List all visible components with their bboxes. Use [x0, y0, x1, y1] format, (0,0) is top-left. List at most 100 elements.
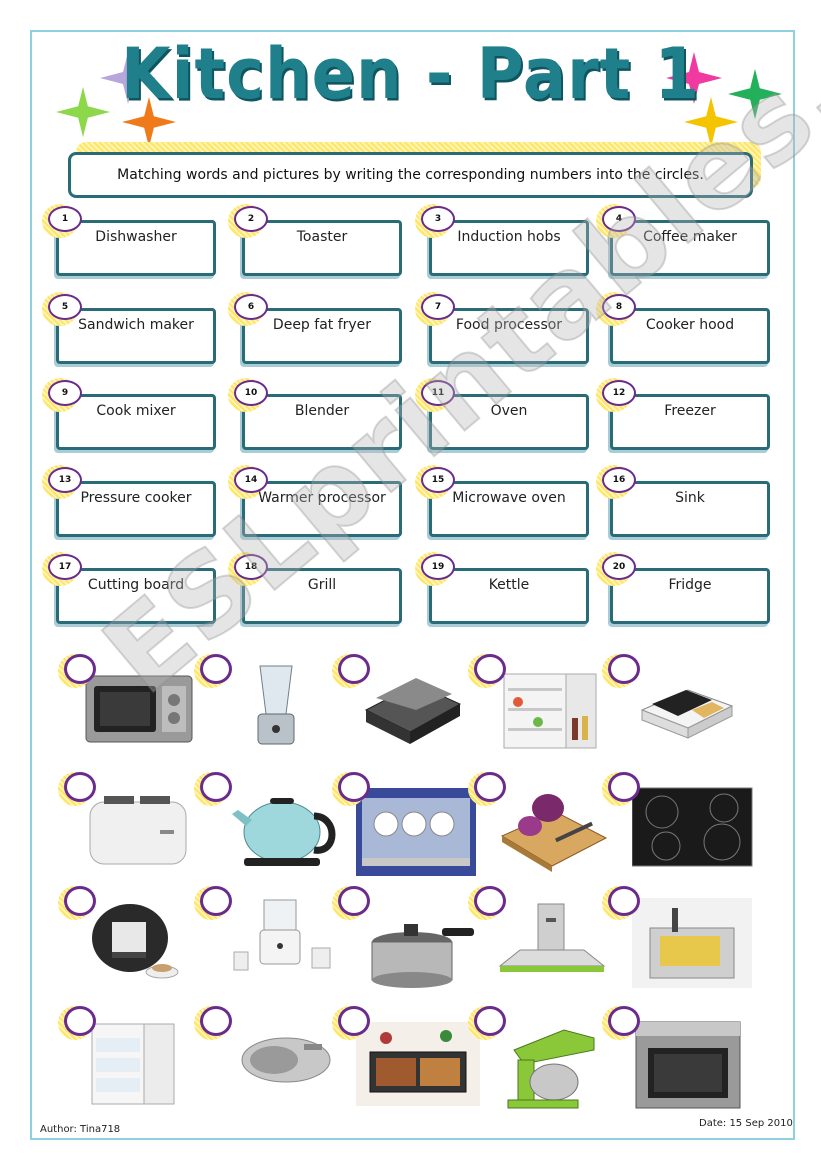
- word-box: [242, 308, 402, 364]
- answer-circle[interactable]: [468, 1004, 510, 1040]
- answer-circle-ring[interactable]: [64, 772, 96, 802]
- word-label: Sandwich maker: [78, 317, 194, 333]
- warmer-image: [356, 1022, 480, 1106]
- answer-circle-ring[interactable]: [474, 772, 506, 802]
- number-circle: 14: [234, 467, 268, 493]
- answer-circle[interactable]: [602, 1004, 644, 1040]
- star-icon: [684, 96, 738, 148]
- answer-circle-ring[interactable]: [474, 1006, 506, 1036]
- author-label: Author: Tina718: [40, 1124, 121, 1135]
- answer-circle-ring[interactable]: [338, 886, 370, 916]
- number-circle: 20: [602, 554, 636, 580]
- word-label: Dishwasher: [95, 229, 177, 245]
- star-icon: [728, 68, 782, 120]
- word-number: 16: [612, 475, 626, 485]
- page-title: Kitchen - Part 1: [120, 34, 701, 116]
- word-number: 19: [431, 562, 445, 572]
- answer-circle-ring[interactable]: [338, 772, 370, 802]
- answer-circle-ring[interactable]: [64, 886, 96, 916]
- word-box: [429, 481, 589, 537]
- answer-circle[interactable]: [602, 884, 644, 920]
- answer-circle[interactable]: [58, 1004, 100, 1040]
- word-box: [610, 481, 770, 537]
- number-circle: 4: [602, 206, 636, 232]
- answer-circle[interactable]: [58, 884, 100, 920]
- word-label: Fridge: [668, 577, 712, 593]
- answer-circle-ring[interactable]: [338, 1006, 370, 1036]
- word-box: [610, 568, 770, 624]
- answer-circle[interactable]: [468, 884, 510, 920]
- answer-circle-ring[interactable]: [200, 886, 232, 916]
- number-circle: 9: [48, 380, 82, 406]
- answer-circle[interactable]: [194, 1004, 236, 1040]
- number-circle: 7: [421, 294, 455, 320]
- answer-circle[interactable]: [602, 652, 644, 688]
- fridge-image: [503, 673, 597, 749]
- answer-circle[interactable]: [332, 884, 374, 920]
- answer-circle[interactable]: [58, 770, 100, 806]
- answer-circle-ring[interactable]: [608, 1006, 640, 1036]
- number-circle: 15: [421, 467, 455, 493]
- word-number: 18: [244, 562, 258, 572]
- cutting-board-image: [500, 794, 608, 872]
- answer-circle-ring[interactable]: [200, 1006, 232, 1036]
- number-circle: 11: [421, 380, 455, 406]
- word-box: [429, 394, 589, 450]
- page-border: [30, 30, 795, 1140]
- answer-circle-ring[interactable]: [64, 654, 96, 684]
- answer-circle-ring[interactable]: [64, 1006, 96, 1036]
- word-label: Cutting board: [87, 577, 185, 593]
- answer-circle-ring[interactable]: [474, 886, 506, 916]
- star-icon: [122, 96, 176, 148]
- answer-circle-ring[interactable]: [608, 772, 640, 802]
- answer-circle-ring[interactable]: [474, 654, 506, 684]
- word-box: [242, 394, 402, 450]
- word-box: [242, 220, 402, 276]
- word-label: Induction hobs: [457, 229, 561, 245]
- cook-mixer-image: [507, 1029, 595, 1109]
- food-processor-image: [233, 899, 331, 971]
- answer-circle-ring[interactable]: [338, 654, 370, 684]
- number-circle: 18: [234, 554, 268, 580]
- freezer-image: [91, 1023, 175, 1105]
- answer-circle-ring[interactable]: [200, 772, 232, 802]
- word-box: [56, 568, 216, 624]
- word-box: [242, 481, 402, 537]
- answer-circle[interactable]: [58, 652, 100, 688]
- answer-circle[interactable]: [468, 770, 510, 806]
- word-label: Food processor: [455, 317, 563, 333]
- pressure-cooker-image: [371, 924, 474, 988]
- answer-circle[interactable]: [194, 770, 236, 806]
- answer-circle-ring[interactable]: [200, 654, 232, 684]
- word-box: [610, 308, 770, 364]
- word-box: [429, 308, 589, 364]
- answer-circle-ring[interactable]: [608, 654, 640, 684]
- word-label: Oven: [490, 403, 528, 419]
- answer-circle[interactable]: [332, 770, 374, 806]
- word-number: 15: [431, 475, 445, 485]
- answer-circle[interactable]: [332, 652, 374, 688]
- oven-image: [635, 1021, 741, 1109]
- word-label: Cook mixer: [96, 403, 176, 419]
- date-label: Date: 15 Sep 2010: [699, 1118, 793, 1129]
- answer-circle[interactable]: [602, 770, 644, 806]
- answer-circle[interactable]: [468, 652, 510, 688]
- answer-circle[interactable]: [194, 884, 236, 920]
- answer-circle[interactable]: [332, 1004, 374, 1040]
- answer-circle-ring[interactable]: [608, 886, 640, 916]
- word-label: Sink: [675, 490, 705, 506]
- answer-circle[interactable]: [194, 652, 236, 688]
